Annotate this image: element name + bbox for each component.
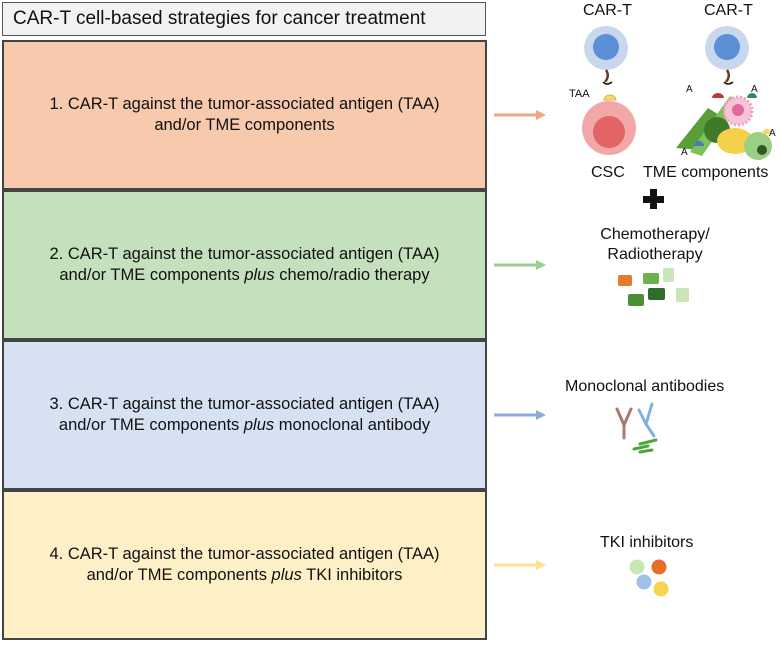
antigen-label-a2: A [751, 84, 758, 95]
tki-inhibitor-icon [629, 559, 669, 597]
strategy-4-line2-post: TKI inhibitors [301, 566, 403, 584]
antigen-label-a4: A [769, 128, 776, 139]
csc-cell-icon [582, 101, 636, 155]
dendritic-cell-icon [722, 95, 754, 127]
strategy-3-line2-pre: and/or TME components [58, 416, 244, 434]
strategy-box-1: 1. CAR-T against the tumor-associated an… [2, 40, 487, 190]
car-t-label-right: CAR-T [704, 2, 753, 19]
chemo-label-line1: Chemotherapy/ [600, 226, 710, 243]
arrow-1 [494, 110, 546, 120]
strategy-4-line1: 4. CAR-T against the tumor-associated an… [49, 545, 440, 563]
strategy-3-plus: plus [243, 416, 275, 434]
diagram-title: CAR-T cell-based strategies for cancer t… [2, 2, 486, 36]
strategy-2-plus: plus [244, 266, 275, 284]
mab-label: Monoclonal antibodies [565, 378, 725, 395]
car-t-cell-right-icon [705, 26, 749, 85]
strategy-box-2: 2. CAR-T against the tumor-associated an… [2, 190, 487, 340]
antigen-label-a1: A [686, 84, 693, 95]
arrow-4 [494, 560, 546, 570]
strategy-3-line2-post: monoclonal antibody [274, 416, 431, 434]
car-t-cell-icon [584, 26, 628, 85]
strategy-2-line2-pre: and/or TME components [59, 266, 245, 284]
strategy-4-plus: plus [271, 566, 302, 584]
strategy-2-line1: 2. CAR-T against the tumor-associated an… [49, 245, 440, 263]
taa-antigen-icon [603, 94, 617, 101]
plus-icon [643, 189, 664, 209]
csc-label: CSC [591, 164, 625, 181]
arrow-2 [494, 260, 546, 270]
strategy-1-line2: and/or TME components [154, 116, 335, 134]
strategy-2-line2-post: chemo/radio therapy [274, 266, 430, 284]
strategy-3-line1: 3. CAR-T against the tumor-associated an… [49, 395, 440, 413]
monoclonal-antibody-icon [615, 402, 658, 454]
antigen-label-a3: A [681, 147, 688, 158]
tme-components-label: TME components [643, 164, 769, 181]
taa-label: TAA [569, 88, 590, 100]
tki-label: TKI inhibitors [600, 534, 694, 551]
strategy-1-line1: 1. CAR-T against the tumor-associated an… [49, 95, 440, 113]
arrow-3 [494, 410, 546, 420]
strategy-box-3: 3. CAR-T against the tumor-associated an… [2, 340, 487, 490]
tme-components-icon [676, 93, 772, 160]
car-t-label-left: CAR-T [583, 2, 632, 19]
chemo-radiotherapy-icon [618, 268, 689, 306]
chemo-label-line2: Radiotherapy [607, 246, 703, 263]
strategy-box-4: 4. CAR-T against the tumor-associated an… [2, 490, 487, 640]
strategy-4-line2-pre: and/or TME components [86, 566, 272, 584]
